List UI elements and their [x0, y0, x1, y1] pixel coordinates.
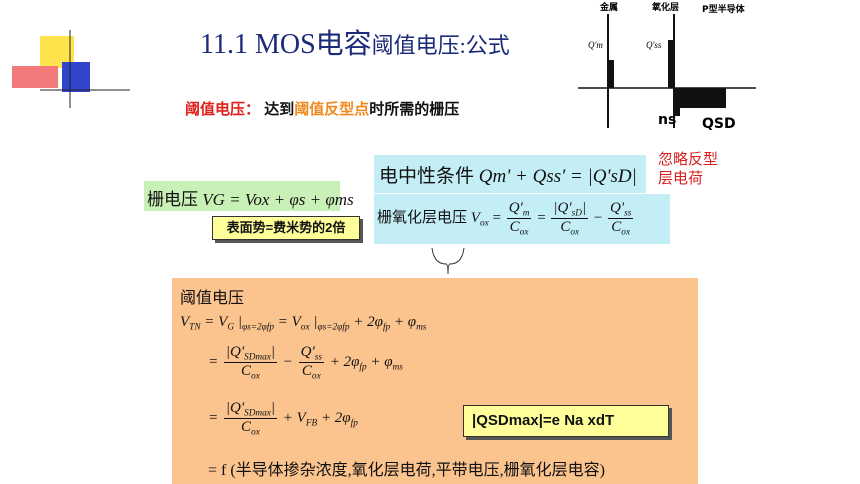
label-qm: Q'm — [588, 40, 603, 50]
gate-voltage-eq: VG = Vox + φs + φms — [202, 190, 354, 209]
subtitle-post: 时所需的栅压 — [369, 101, 460, 118]
ignore-inversion-note: 忽略反型层电荷 — [658, 151, 730, 189]
threshold-title: 阈值电压 — [180, 290, 245, 307]
surface-potential-note: 表面势=费米势的2倍 — [212, 216, 360, 240]
subtitle-pre: 达到 — [264, 101, 295, 118]
qsd-max-note: |QSDmax|=e Na xdT — [463, 405, 669, 437]
charge-diagram: 金属 氧化层 P型半导体 Q'm Q'ss ns QSD — [570, 0, 760, 132]
label-metal: 金属 — [599, 1, 618, 13]
title-main: 11.1 MOS电容 — [200, 29, 372, 60]
label-qsd: QSD — [702, 116, 736, 132]
label-semi: P型半导体 — [702, 3, 746, 15]
logo-decoration — [0, 0, 580, 110]
eq-line-3: = |Q'SDmax|Cox + VFB + 2φfp — [208, 400, 358, 438]
subtitle-key: 阈值反型点 — [294, 101, 370, 118]
label-qss: Q'ss — [646, 40, 662, 50]
brace-decoration — [428, 244, 468, 281]
label-oxide: 氧化层 — [651, 1, 679, 13]
logo-squares-icon — [12, 30, 580, 108]
neutrality-label: 电中性条件 — [379, 166, 475, 187]
label-ns: ns — [658, 112, 676, 128]
threshold-voltage-box: 阈值电压 VTN = VG |φs=2φfp = Vox |φs=2φfp + … — [172, 278, 698, 484]
ignore-inversion-text: 忽略反型层电荷 — [658, 152, 719, 187]
oxide-voltage-label: 栅氧化层电压 — [377, 210, 468, 227]
subtitle-label: 阈值电压： — [185, 101, 261, 118]
title-sub: 阈值电压:公式 — [371, 33, 510, 58]
gate-voltage-box: 栅电压 VG = Vox + φs + φms — [144, 181, 354, 211]
neutrality-box: 电中性条件 Qm' + Qss' = |Q'sD| — [374, 155, 646, 193]
eq-final-line: = f (半导体掺杂浓度,氧化层电荷,平带电压,栅氧化层电容) — [208, 462, 606, 479]
page-title: 11.1 MOS电容阈值电压:公式 — [200, 22, 510, 62]
neutrality-eq: Qm' + Qss' = |Q'sD| — [478, 166, 637, 187]
curly-brace-icon — [431, 247, 465, 275]
gate-voltage-label: 栅电压 — [147, 190, 198, 209]
charge-distribution-diagram: 金属 氧化层 P型半导体 Q'm Q'ss ns QSD — [578, 1, 756, 132]
subtitle: 阈值电压： 达到阈值反型点时所需的栅压 — [185, 98, 459, 119]
eq-line-1: VTN = VG |φs=2φfp = Vox |φs=2φfp + 2φfp … — [180, 314, 427, 333]
